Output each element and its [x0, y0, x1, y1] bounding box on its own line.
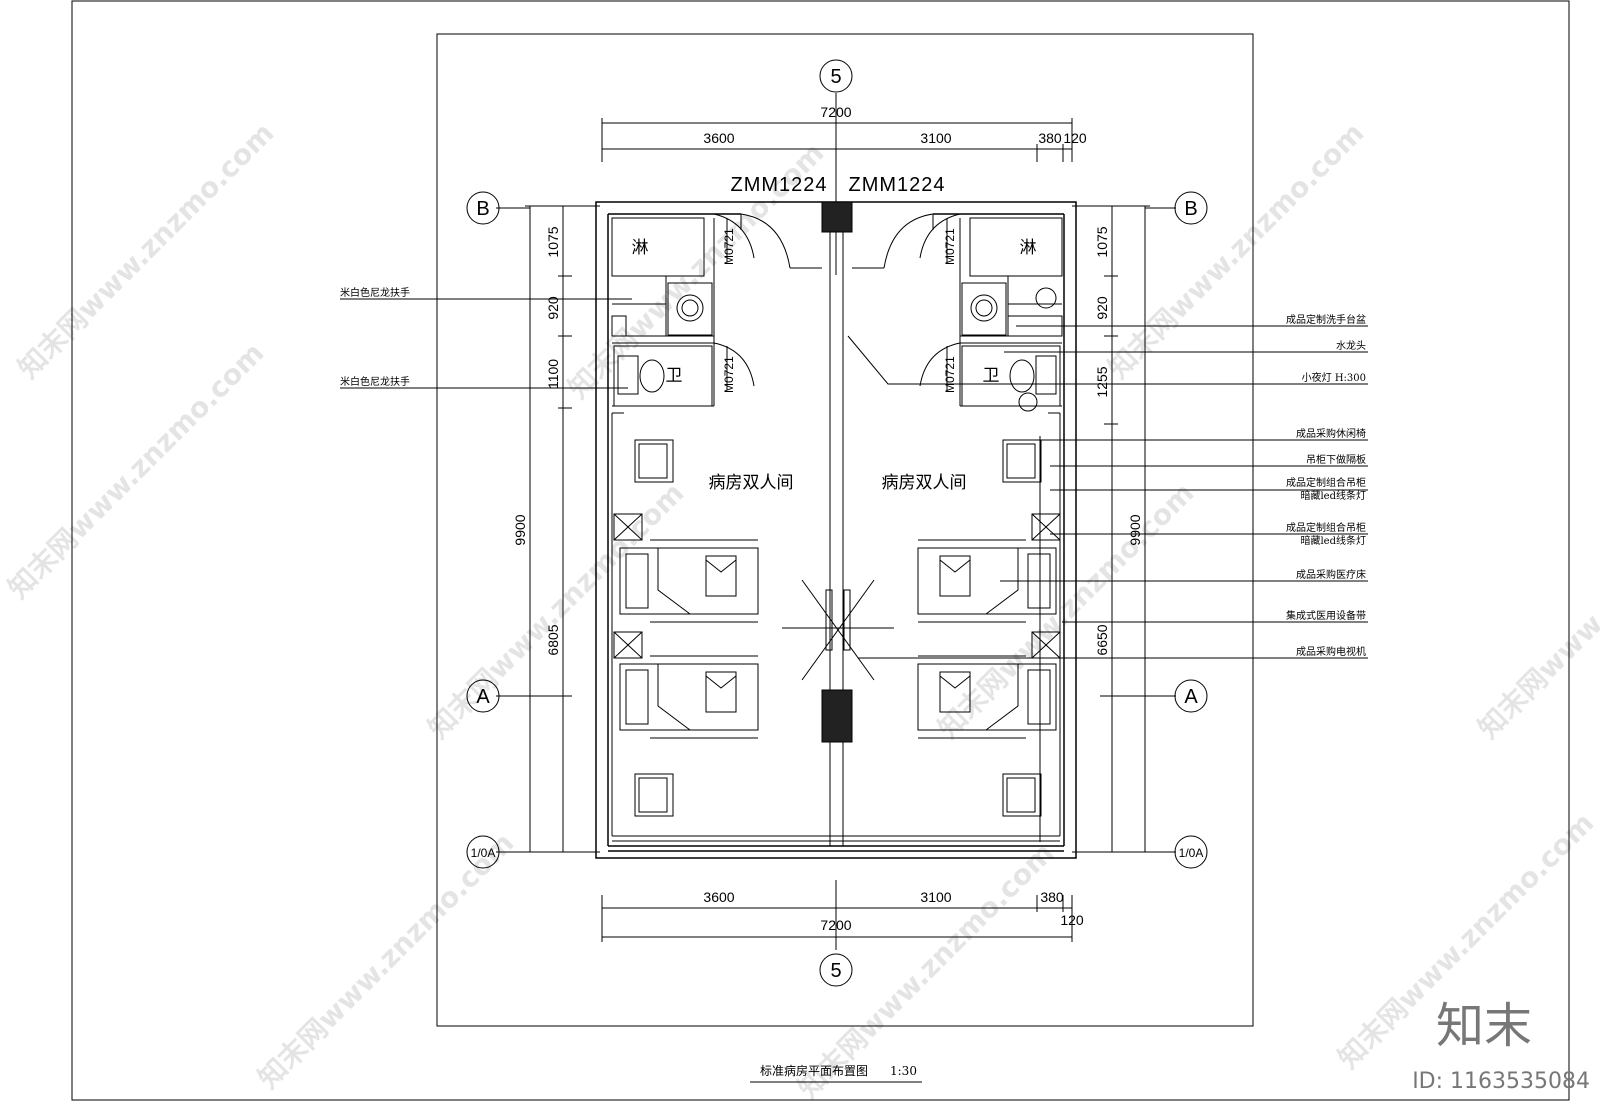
grid-label-left-a: A [476, 686, 490, 708]
dim-top-left: 3600 [703, 130, 734, 146]
tv-symbol [782, 579, 894, 681]
label-med-band: 集成式医用设备带 [1286, 609, 1366, 622]
label-cabinet-b2: 暗藏led线条灯 [1300, 534, 1366, 547]
room-label-toilet-right: 卫 [983, 366, 1000, 386]
watermark-text-7: 知末网www.znzmo.com [252, 826, 521, 1095]
door-code-bath-right-2: M0721 [943, 356, 957, 393]
door-code-bath-right-1: M0721 [943, 228, 957, 265]
grid-label-right-b: B [1184, 198, 1197, 220]
drawing-scale: 1:30 [890, 1064, 917, 1078]
main-door-swings [740, 213, 934, 269]
left-grid-lines [496, 207, 572, 853]
dim-bottom-left: 3600 [703, 889, 734, 905]
column-top [821, 201, 853, 233]
label-cabinet-b1: 成品定制组合吊柜 [1286, 521, 1366, 534]
drawing-frame [436, 33, 1254, 1027]
label-partition: 吊柜下做隔板 [1306, 453, 1366, 466]
grid-label-bottom-5: 5 [830, 960, 841, 982]
label-basin: 成品定制洗手台盆 [1286, 313, 1366, 326]
label-faucet: 水龙头 [1336, 339, 1366, 352]
dim-right-2: 920 [1094, 296, 1110, 320]
left-bathroom [611, 213, 755, 407]
label-grab-bar-2: 米白色尼龙扶手 [340, 375, 410, 388]
label-cabinet-a1: 成品定制组合吊柜 [1286, 476, 1366, 489]
bottom-dimension-lines [601, 880, 1073, 950]
label-cabinet-a2: 暗藏led线条灯 [1300, 489, 1366, 502]
label-night-light: 小夜灯 H:300 [1302, 371, 1366, 384]
dim-right-3: 1255 [1094, 366, 1110, 397]
grid-label-left-b: B [476, 198, 489, 220]
room-label-toilet-left: 卫 [666, 366, 683, 386]
right-leader-lines [847, 325, 1368, 659]
room-label-ward-left: 病房双人间 [709, 473, 794, 493]
dim-right-1: 1075 [1094, 226, 1110, 257]
room-label-shower-right: 淋 [1020, 238, 1037, 258]
door-code-bath-left-2: M0721 [722, 356, 736, 393]
wall-cabinets [613, 513, 1061, 659]
dim-left-2: 920 [545, 296, 561, 320]
door-code-main-right: ZMM1224 [848, 174, 945, 196]
watermark-text-5: 知末网www.znzmo.com [932, 476, 1201, 745]
dim-bottom-total: 7200 [820, 917, 851, 933]
dim-left-total: 9900 [512, 514, 528, 545]
dim-top-mid: 3100 [920, 130, 951, 146]
right-grid-lines [1100, 207, 1176, 853]
grid-label-top-5: 5 [830, 66, 841, 88]
dim-left-3: 1100 [545, 359, 561, 389]
dim-top-r1: 380 [1038, 130, 1062, 146]
left-dimension-lines [525, 205, 600, 853]
watermark-text-3: 知末网www.znzmo.com [562, 136, 831, 405]
top-dimension-lines [601, 93, 1073, 275]
grid-bubble-bottom-5 [819, 953, 853, 987]
window-band [612, 835, 1060, 842]
grid-bubble-top-5 [819, 59, 853, 93]
watermark-text-10: 知末网www.znzmo.com [1472, 476, 1600, 745]
grid-bubble-left-a [466, 679, 500, 713]
grid-bubble-left-b [466, 191, 500, 225]
watermark-id: ID: 1163535084 [1412, 1069, 1590, 1094]
room-label-ward-right: 病房双人间 [882, 473, 967, 493]
label-tv: 成品采购电视机 [1296, 645, 1366, 658]
grid-bubble-right-0a [1174, 835, 1208, 869]
grid-label-right-0a: 1/0A [1179, 846, 1204, 860]
label-lounge-chair: 成品采购休闲椅 [1296, 427, 1366, 440]
watermark-text-6: 知末网www.znzmo.com [1102, 116, 1371, 385]
dim-top-total: 7200 [820, 104, 851, 120]
sheet-border [71, 0, 1570, 1101]
label-grab-bar-1: 米白色尼龙扶手 [340, 286, 410, 299]
dim-bottom-r1: 380 [1040, 889, 1064, 905]
column-bottom [821, 689, 853, 743]
room-label-shower-left: 淋 [632, 238, 649, 258]
dim-bottom-r2: 120 [1060, 912, 1084, 928]
grid-label-left-0a: 1/0A [471, 846, 496, 860]
grid-label-right-a: A [1184, 686, 1198, 708]
watermark-logo: 知末 [1436, 998, 1532, 1054]
door-code-bath-left-1: M0721 [722, 228, 736, 265]
dim-right-total: 9900 [1127, 514, 1143, 545]
right-dimension-lines [1072, 205, 1150, 853]
dim-left-1: 1075 [545, 226, 561, 257]
dim-left-bottom: 6805 [545, 624, 561, 655]
watermark-text-4: 知末网www.znzmo.com [422, 476, 691, 745]
door-code-main-left: ZMM1224 [730, 174, 827, 196]
grid-bubble-right-b [1174, 191, 1208, 225]
drawing-title: 标准病房平面布置图 [760, 1063, 868, 1078]
dim-bottom-mid: 3100 [920, 889, 951, 905]
dim-top-r2: 120 [1063, 130, 1087, 146]
label-bed: 成品采购医疗床 [1296, 568, 1366, 581]
central-partition [829, 232, 844, 846]
grid-bubble-right-a [1174, 679, 1208, 713]
left-leader-lines [340, 298, 632, 389]
medical-beds-left [619, 539, 759, 739]
grid-bubble-left-0a [466, 835, 500, 869]
dim-right-bottom: 6650 [1094, 624, 1110, 655]
